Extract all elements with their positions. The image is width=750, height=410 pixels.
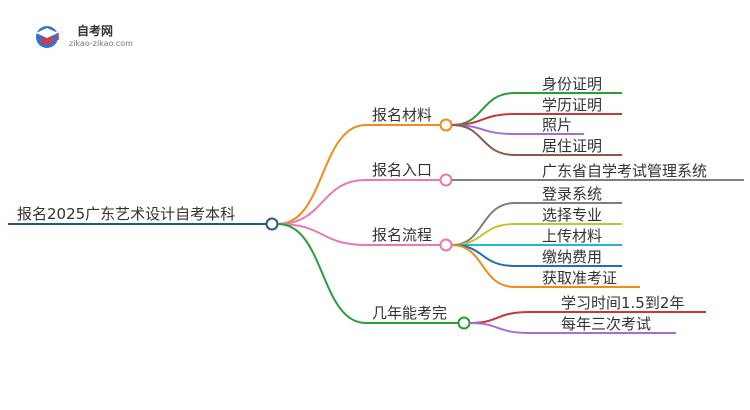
branch-3-child-5-connector	[451, 244, 640, 288]
branch-3-child-4-label: 缴纳费用	[542, 248, 602, 266]
branch-1-connector	[277, 124, 440, 225]
branch-3-child-1-label: 登录系统	[542, 185, 602, 203]
root-node-label: 报名2025广东艺术设计自考本科	[17, 205, 235, 223]
branch-2-connector	[277, 179, 440, 225]
branch-1-child-4-connector	[451, 124, 622, 156]
branch-3-connector	[277, 223, 440, 246]
branch-2-child-1-label: 广东省自学考试管理系统	[542, 162, 707, 180]
branch-1-child-3-label: 照片	[542, 116, 572, 134]
site-url: zikao-zikao.com	[69, 39, 133, 48]
branch-4-child-1-label: 学习时间1.5到2年	[561, 294, 684, 312]
branch-4-label: 几年能考完	[372, 304, 447, 322]
branch-2-label: 报名入口	[372, 161, 432, 179]
site-name: 自考网	[77, 24, 114, 38]
branch-1-dot	[439, 118, 453, 132]
root-node-dot	[265, 217, 279, 231]
branch-1-child-2-label: 学历证明	[542, 96, 602, 114]
branch-3-child-1-connector	[451, 202, 622, 246]
branch-4-child-2-connector	[469, 322, 676, 334]
branch-3-child-3-label: 上传材料	[542, 227, 602, 245]
branch-4-child-2-label: 每年三次考试	[561, 315, 651, 333]
branch-2-dot	[439, 173, 453, 187]
branch-3-child-5-label: 获取准考证	[542, 269, 617, 287]
branch-1-child-1-label: 身份证明	[542, 75, 602, 93]
branch-3-child-2-label: 选择专业	[542, 206, 602, 224]
branch-1-label: 报名材料	[372, 106, 432, 124]
branch-1-child-4-label: 居住证明	[542, 137, 602, 155]
branch-4-connector	[277, 223, 458, 324]
branch-3-label: 报名流程	[372, 226, 432, 244]
branch-3-dot	[439, 238, 453, 252]
branch-4-dot	[457, 316, 471, 330]
logo-mark-icon	[36, 26, 59, 48]
site-logo[interactable]: 自考网 zikao-zikao.com	[31, 20, 141, 56]
